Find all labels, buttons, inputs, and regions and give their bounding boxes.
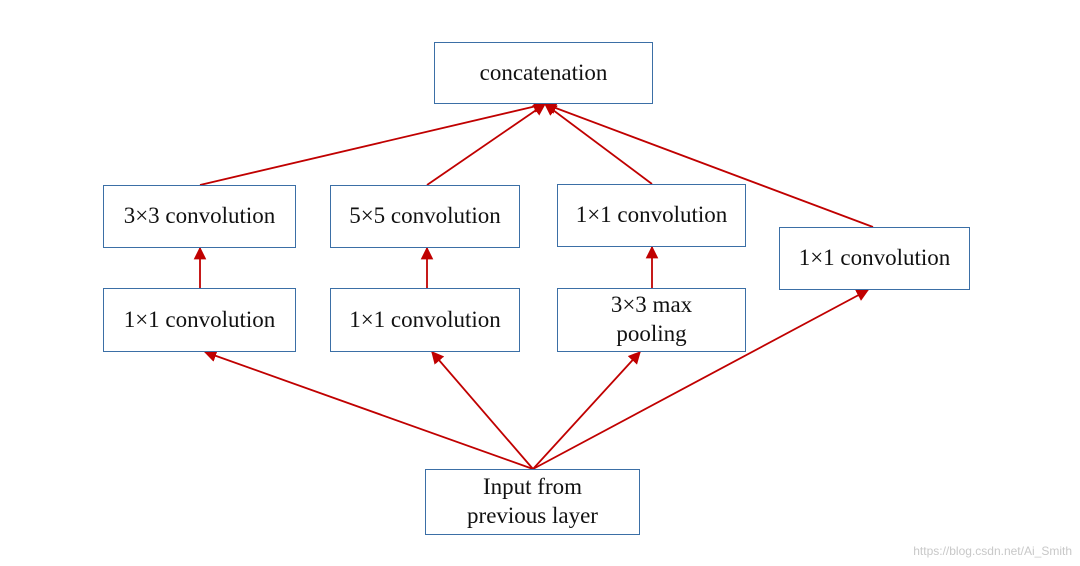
input-label: Input from previous layer (467, 474, 598, 528)
branch2-5x5-conv-label: 5×5 convolution (349, 203, 501, 229)
concatenation-label: concatenation (479, 59, 608, 85)
arrow-input-to-b1_bottom (203, 349, 534, 470)
arrow-b2_top-to-concat (426, 103, 547, 186)
branch1-3x3-conv-box: 3×3 convolution (103, 185, 296, 248)
arrow-b3_top-to-concat (543, 103, 653, 185)
arrow-input-to-b3_bottom (532, 351, 641, 470)
branch2-1x1-conv-label: 1×1 convolution (349, 306, 501, 332)
branch3-1x1-conv-box: 1×1 convolution (557, 184, 746, 247)
arrow-b1_top-to-concat (199, 100, 547, 186)
branch1-1x1-conv-label: 1×1 convolution (123, 306, 276, 332)
branch4-1x1-conv-box: 1×1 convolution (779, 227, 970, 290)
arrow-input-to-b4 (532, 289, 870, 470)
branch4-1x1-conv-label: 1×1 convolution (798, 245, 951, 271)
branch1-1x1-conv-box: 1×1 convolution (103, 288, 296, 352)
branch3-max-pooling-label: 3×3 max pooling (610, 292, 693, 346)
branch2-1x1-conv-box: 1×1 convolution (330, 288, 520, 352)
input-box: Input from previous layer (425, 469, 640, 535)
branch2-5x5-conv-box: 5×5 convolution (330, 185, 520, 248)
concatenation-box: concatenation (434, 42, 653, 104)
branch3-1x1-conv-label: 1×1 convolution (575, 202, 728, 228)
arrow-input-to-b2_bottom (431, 351, 534, 470)
arrow-b4-to-concat (543, 102, 874, 228)
branch3-max-pooling-box: 3×3 max pooling (557, 288, 746, 352)
watermark: https://blog.csdn.net/Ai_Smith (913, 544, 1072, 558)
branch1-3x3-conv-label: 3×3 convolution (123, 203, 276, 229)
